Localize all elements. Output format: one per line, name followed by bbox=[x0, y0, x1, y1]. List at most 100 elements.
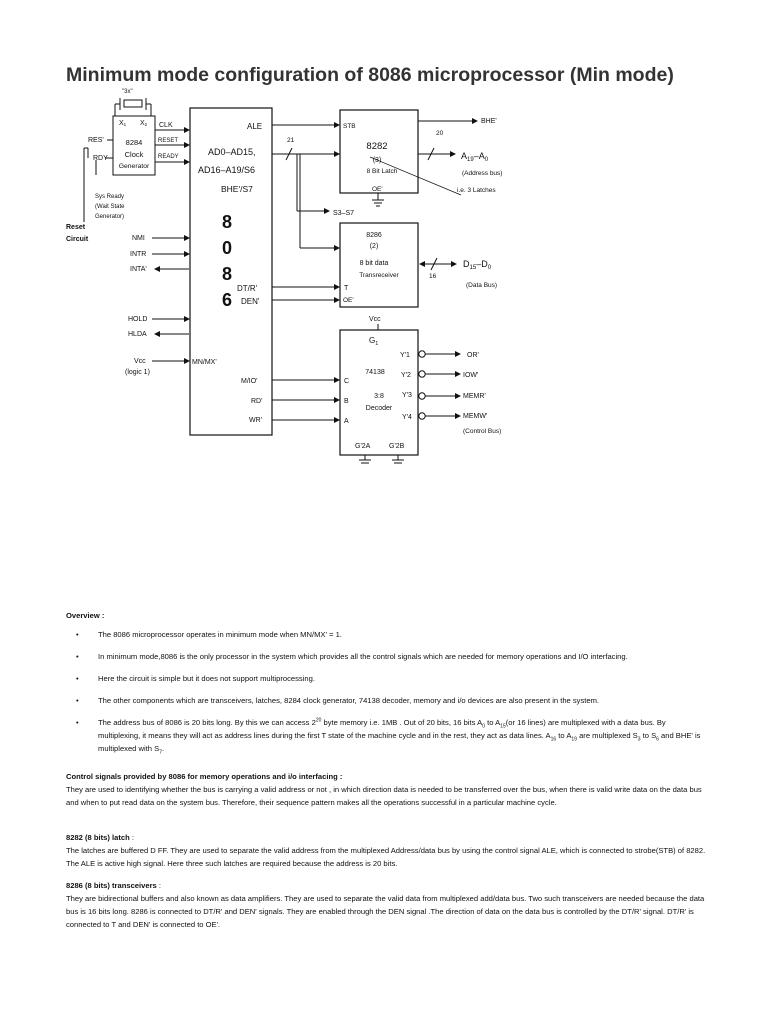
latch-8282 bbox=[339, 109, 419, 194]
bus-width-20: 20 bbox=[436, 130, 444, 137]
control-signals-section: Control signals provided by 8086 for mem… bbox=[66, 770, 706, 809]
cpu-digit: 8 bbox=[222, 264, 232, 284]
c-pin-label: C bbox=[344, 378, 349, 385]
transceiver-8286 bbox=[339, 222, 419, 308]
g1-pin-label: G1 bbox=[369, 336, 378, 347]
hold-pin-label: HOLD bbox=[128, 316, 147, 323]
transceiver-desc-label: 8 bit data bbox=[360, 260, 389, 267]
cpu-8086 bbox=[189, 107, 273, 436]
cpu-digit: 0 bbox=[222, 238, 232, 258]
g2a-pin-label: G'2A bbox=[355, 443, 371, 450]
overview-section: Overview : The 8086 microprocessor opera… bbox=[66, 609, 706, 764]
overview-list: The 8086 microprocessor operates in mini… bbox=[66, 628, 706, 755]
decoder-74138 bbox=[339, 329, 419, 456]
den-pin-label: DEN' bbox=[241, 297, 260, 306]
y2-pin-label: Y'2 bbox=[401, 372, 411, 379]
rdy-pin-label: RDY bbox=[93, 155, 108, 162]
overview-heading: Overview : bbox=[66, 611, 105, 620]
transceiver-section-text: They are bidirectional buffers and also … bbox=[66, 894, 705, 929]
memr-signal-label: MEMR' bbox=[463, 393, 486, 400]
hlda-pin-label: HLDA bbox=[128, 331, 147, 338]
overview-bullet: The address bus of 8086 is 20 bits long.… bbox=[66, 716, 706, 755]
bhe-out-label: BHE' bbox=[481, 118, 497, 125]
latch-section-text: The latches are buffered D FF. They are … bbox=[66, 846, 706, 868]
transceiver-section: 8286 (8 bits) transceivers : They are bi… bbox=[66, 879, 706, 931]
vcc-label: Vcc bbox=[134, 358, 146, 365]
y4-pin-label: Y'4 bbox=[402, 414, 412, 421]
latch-section: 8282 (8 bits) latch : The latches are bu… bbox=[66, 831, 706, 870]
ad16-a19-pin-label: AD16–A19/S6 bbox=[198, 165, 255, 175]
sys-ready-label: (Wait State bbox=[95, 204, 125, 210]
dtr-pin-label: DT/R' bbox=[237, 284, 258, 293]
mnmx-pin-label: MN/MX' bbox=[192, 359, 217, 366]
nmi-pin-label: NMI bbox=[132, 235, 145, 242]
transceiver-section-heading: 8286 (8 bits) transceivers : bbox=[66, 881, 161, 890]
sys-ready-label: Sys Ready bbox=[95, 194, 124, 200]
bhe-s7-pin-label: BHE'/S7 bbox=[221, 184, 253, 194]
res-pin-label: RES' bbox=[88, 137, 104, 144]
y1-pin-label: Y'1 bbox=[400, 352, 410, 359]
reset-pin-label: RESET bbox=[158, 138, 178, 144]
ale-pin-label: ALE bbox=[247, 122, 262, 131]
ad0-ad15-pin-label: AD0–AD15, bbox=[208, 147, 256, 157]
cpu-digit: 8 bbox=[222, 212, 232, 232]
clk-pin-label: CLK bbox=[159, 122, 173, 129]
decoder-label: 74138 bbox=[365, 369, 385, 376]
bus-width-16: 16 bbox=[429, 273, 437, 280]
mio-pin-label: M/IO' bbox=[241, 378, 258, 385]
ready-pin-label: READY bbox=[158, 154, 179, 160]
svg-text:X2: X2 bbox=[140, 120, 148, 127]
wr-pin-label: WR' bbox=[249, 417, 262, 424]
control-signals-heading: Control signals provided by 8086 for mem… bbox=[66, 772, 343, 781]
latch-desc-label: 8 Bit Latch bbox=[367, 168, 398, 175]
b-pin-label: B bbox=[344, 398, 349, 405]
address-lines-label: A19–A0 bbox=[461, 151, 489, 163]
transceiver-desc-label: Transreceiver bbox=[359, 272, 399, 279]
control-bus-label: (Control Bus) bbox=[463, 428, 501, 435]
rd-pin-label: RD' bbox=[251, 398, 262, 405]
sys-ready-label: Generator) bbox=[95, 214, 124, 220]
bus-width-21: 21 bbox=[287, 137, 295, 144]
transceiver-oe-label: OE' bbox=[343, 297, 354, 304]
overview-bullet: The 8086 microprocessor operates in mini… bbox=[66, 628, 706, 641]
stb-pin-label: STB bbox=[343, 123, 356, 130]
t-pin-label: T bbox=[344, 285, 349, 292]
latch-label: 8282 bbox=[366, 141, 387, 152]
reset-circuit-label: Reset bbox=[66, 224, 86, 231]
s3-s7-label: S3–S7 bbox=[333, 210, 354, 217]
iow-signal-label: IOW' bbox=[463, 372, 478, 379]
latch-count-label: (3) bbox=[373, 157, 382, 164]
data-lines-label: D15–D0 bbox=[463, 259, 492, 271]
crystal-symbol bbox=[123, 99, 143, 108]
inta-pin-label: INTA' bbox=[130, 266, 147, 273]
svg-text:X1: X1 bbox=[119, 120, 127, 127]
decoder-vcc-label: Vcc bbox=[369, 316, 381, 323]
page-title: Minimum mode configuration of 8086 micro… bbox=[66, 64, 674, 86]
min-mode-circuit-diagram: "3x" X1 X2 8284 Clock Generator RES' RDY… bbox=[66, 89, 502, 464]
clock-gen-label: Clock bbox=[125, 150, 144, 159]
overview-bullet: The other components which are transceiv… bbox=[66, 694, 706, 707]
control-signals-text: They are used to identifying whether the… bbox=[66, 785, 702, 807]
decoder-ratio-label: 3:8 bbox=[374, 393, 384, 400]
latch-section-heading: 8282 (8 bits) latch : bbox=[66, 833, 134, 842]
transceiver-label: 8286 bbox=[366, 232, 382, 239]
cpu-digit: 6 bbox=[222, 290, 232, 310]
a-pin-label: A bbox=[344, 418, 349, 425]
g2b-pin-label: G'2B bbox=[389, 443, 405, 450]
ior-signal-label: OR' bbox=[467, 352, 479, 359]
transceiver-count-label: (2) bbox=[370, 243, 379, 250]
address-bus-label: (Address bus) bbox=[462, 170, 502, 177]
y3-pin-label: Y'3 bbox=[402, 392, 412, 399]
memw-signal-label: MEMW' bbox=[463, 413, 487, 420]
logic-1-label: (logic 1) bbox=[125, 369, 150, 376]
three-latches-note: i.e. 3 Latches bbox=[457, 187, 496, 194]
clock-gen-label: Generator bbox=[119, 163, 150, 170]
data-bus-label: (Data Bus) bbox=[466, 282, 497, 289]
latch-oe-label: OE' bbox=[372, 186, 383, 193]
decoder-desc-label: Decoder bbox=[366, 405, 393, 412]
clock-gen-label: 8284 bbox=[126, 138, 143, 147]
reset-circuit-label: Circuit bbox=[66, 236, 89, 243]
overview-bullet: In minimum mode,8086 is the only process… bbox=[66, 650, 706, 663]
intr-pin-label: INTR bbox=[130, 251, 146, 258]
crystal-label: "3x" bbox=[122, 89, 133, 95]
